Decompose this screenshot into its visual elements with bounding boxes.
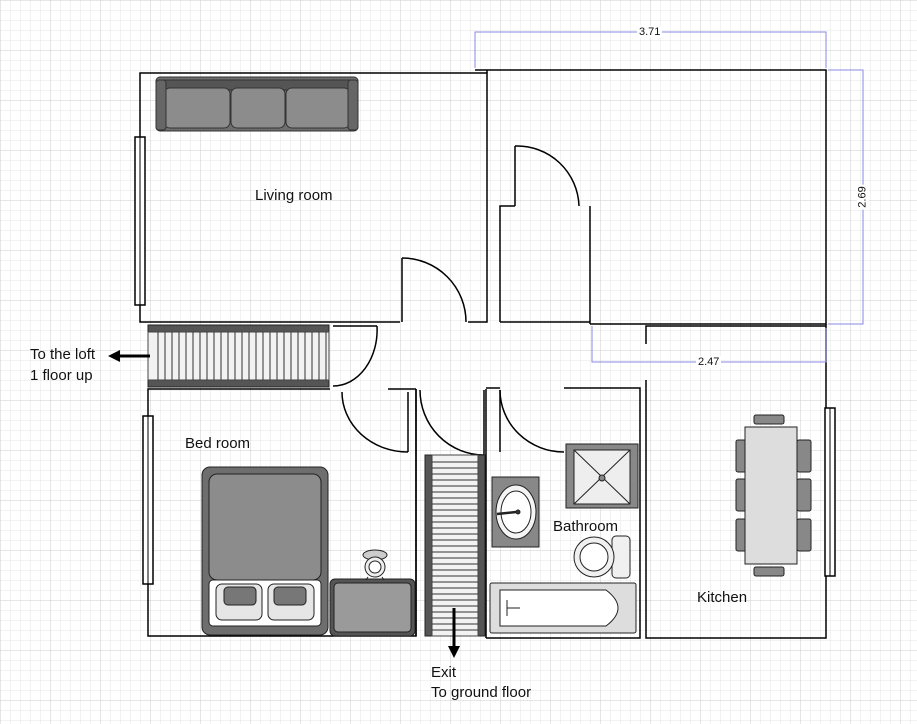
dimension-width-kitchen: 2.47 — [696, 356, 722, 368]
sofa — [155, 76, 359, 132]
dresser — [329, 578, 416, 637]
doors — [332, 145, 580, 456]
windows — [134, 136, 836, 585]
bathroom-label: Bathroom — [553, 518, 619, 535]
exit-stairs — [424, 454, 486, 658]
loft-annotation-line2: 1 floor up — [30, 367, 93, 384]
dimension-height-right: 2.69 — [856, 184, 869, 210]
sink — [491, 476, 540, 548]
bathtub — [489, 582, 637, 634]
bedroom-label: Bed room — [185, 435, 251, 452]
shower — [565, 443, 639, 509]
loft-stairs — [108, 324, 330, 388]
dining-chair — [796, 439, 812, 473]
exit-annotation-line1: Exit — [431, 664, 457, 681]
dining-table — [735, 414, 812, 577]
dining-chair — [796, 518, 812, 552]
bed — [201, 466, 329, 636]
exit-annotation-line2: To ground floor — [431, 684, 532, 701]
alarm-clock-icon — [362, 549, 388, 581]
dimension-width-top: 3.71 — [637, 26, 663, 38]
walls — [139, 69, 827, 639]
dining-chair — [796, 478, 812, 512]
kitchen-label: Kitchen — [697, 589, 748, 606]
toilet — [573, 535, 631, 579]
living-room-label: Living room — [255, 187, 333, 204]
loft-annotation-line1: To the loft — [30, 346, 96, 363]
